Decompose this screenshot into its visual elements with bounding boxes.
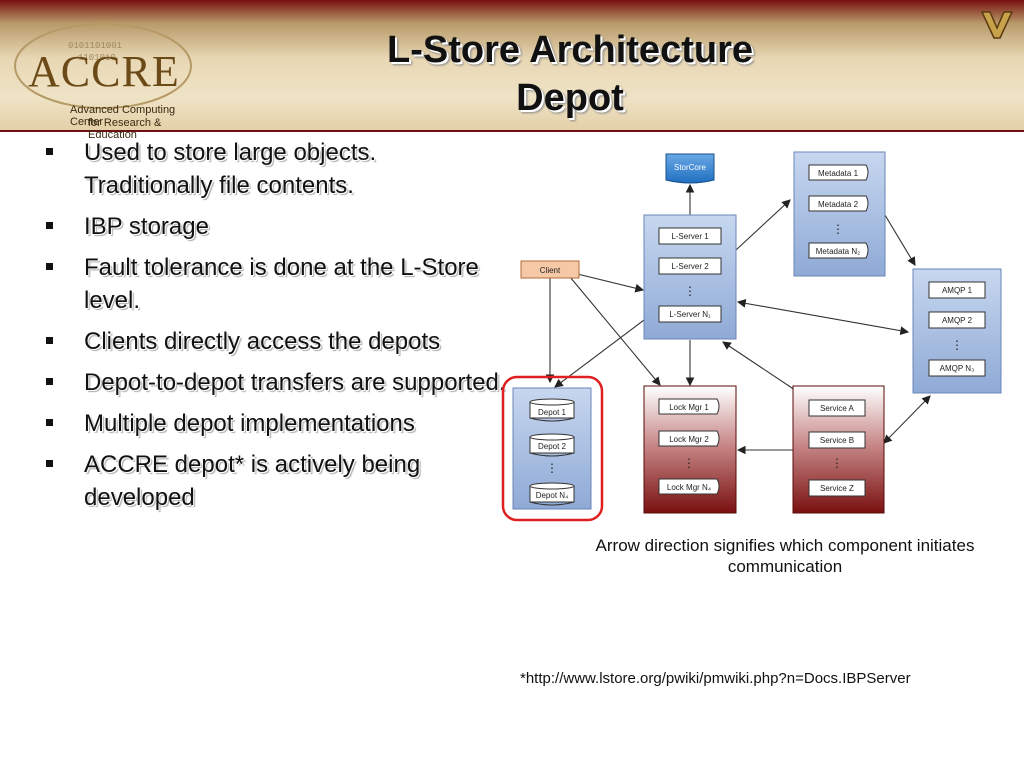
logo-graphic: 0101101001 1101010 [14,23,192,109]
depot-2-cylinder: Depot 2 [529,433,575,457]
metadata-group: Metadata 1 Metadata 2 ⋮ Metadata N₂ [793,151,886,277]
storcore-node: StorCore [665,153,715,184]
bullet-square-icon [46,460,53,467]
footnote-url: *http://www.lstore.org/pwiki/pmwiki.php?… [520,670,911,687]
bullet-square-icon [46,419,53,426]
connection-lines [545,183,931,455]
bullet-square-icon [46,148,53,155]
svg-text:Lock Mgr N₄: Lock Mgr N₄ [667,483,711,492]
title-line-1: L-Store Architecture [387,29,753,71]
logo-subtitle-1: Advanced Computing Center [70,104,176,128]
service-group: Service A Service B ⋮ Service Z [792,385,885,514]
svg-text:Depot 2: Depot 2 [538,442,567,451]
logo-wordmark: ACCRE [28,47,180,96]
bullet-square-icon [46,222,53,229]
svg-text:Metadata N₂: Metadata N₂ [816,247,860,256]
lockmgr-group: Lock Mgr 1 Lock Mgr 2 ⋮ Lock Mgr N₄ [643,385,737,514]
lserver-group: L-Server 1 L-Server 2 ⋮ L-Server N₁ [643,214,737,340]
svg-text:Service A: Service A [820,404,854,413]
svg-text:L-Server 1: L-Server 1 [671,232,709,241]
svg-text:AMQP 2: AMQP 2 [942,316,973,325]
bullet-item: Multiple depot implementations [40,407,510,440]
svg-text:⋮: ⋮ [832,222,844,236]
svg-text:Lock Mgr 2: Lock Mgr 2 [669,435,709,444]
bullet-square-icon [46,378,53,385]
svg-text:⋮: ⋮ [683,456,695,470]
svg-text:Service B: Service B [820,436,854,445]
svg-text:Service Z: Service Z [820,484,854,493]
svg-text:Depot 1: Depot 1 [538,408,567,417]
svg-text:0101101001: 0101101001 [68,41,122,51]
bullet-list: Used to store large objects. Traditional… [40,136,510,522]
svg-text:StorCore: StorCore [674,163,707,172]
svg-text:⋮: ⋮ [831,456,843,470]
svg-text:⋮: ⋮ [951,338,963,352]
bullet-item: IBP storage [40,210,510,243]
svg-text:1101010: 1101010 [78,53,116,63]
amqp-group: AMQP 1 AMQP 2 ⋮ AMQP N₃ [912,268,1002,394]
svg-text:Metadata 1: Metadata 1 [818,169,859,178]
bullet-item: Used to store large objects. Traditional… [40,136,510,202]
svg-text:⋮: ⋮ [684,284,696,298]
svg-text:L-Server 2: L-Server 2 [671,262,709,271]
bullet-item: ACCRE depot* is actively being developed [40,448,510,514]
depot-highlight [501,375,604,522]
svg-text:L-Server N₁: L-Server N₁ [669,310,711,319]
svg-text:AMQP 1: AMQP 1 [942,286,973,295]
svg-text:AMQP N₃: AMQP N₃ [940,364,975,373]
bullet-square-icon [46,263,53,270]
accre-logo: 0101101001 1101010 ACCRE Advanced Comput… [8,18,198,141]
diagram-caption: Arrow direction signifies which componen… [595,536,975,576]
depot-group: Depot 1 Depot 2 ⋮ Depot N₄ [501,375,604,522]
logo-subtitle-2: for Research & Education [88,117,162,141]
svg-text:⋮: ⋮ [546,461,558,475]
bullet-item: Depot-to-depot transfers are supported. [40,366,510,399]
architecture-diagram: StorCore Client L-Server 1 L-Server 2 ⋮ … [501,151,1002,522]
vanderbilt-v-icon [980,11,1014,39]
svg-text:Metadata 2: Metadata 2 [818,200,859,209]
bullet-item: Clients directly access the depots [40,325,510,358]
bullet-square-icon [46,337,53,344]
slide-title: L-Store Architecture Depot [300,26,840,122]
depot-1-cylinder: Depot 1 [529,398,575,422]
svg-text:Client: Client [540,266,561,275]
client-node: Client [520,260,580,279]
svg-text:Lock Mgr 1: Lock Mgr 1 [669,403,709,412]
bullet-item: Fault tolerance is done at the L-Store l… [40,251,510,317]
svg-text:Depot N₄: Depot N₄ [536,491,569,500]
depot-n-cylinder: Depot N₄ [529,482,575,506]
title-line-2: Depot [516,77,624,119]
slide-header: 0101101001 1101010 ACCRE Advanced Comput… [0,0,1024,141]
